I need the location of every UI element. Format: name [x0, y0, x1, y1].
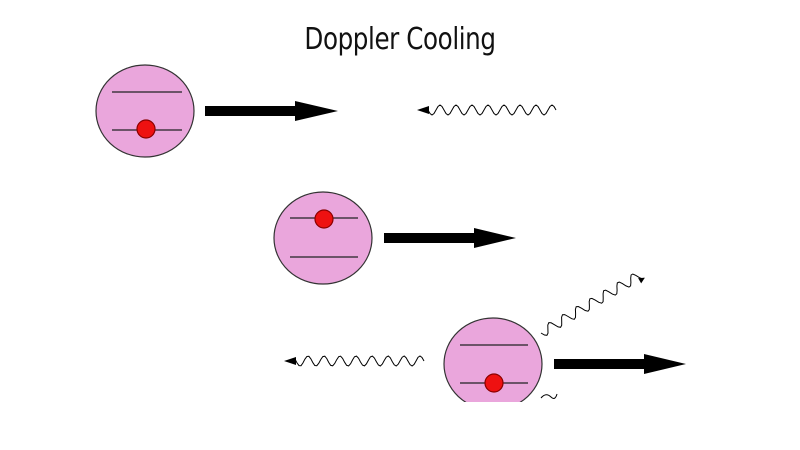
incoming-photon-stage-1	[417, 104, 557, 116]
atom-body	[273, 191, 373, 285]
diagram-title: Doppler Cooling	[304, 22, 496, 57]
velocity-arrow-stage-3	[554, 354, 686, 374]
photon-arrowhead	[284, 357, 296, 365]
atom-stage-2	[273, 191, 373, 285]
photon-wave	[294, 355, 425, 367]
photon-wave	[540, 393, 558, 399]
electron	[314, 209, 334, 229]
photon-left-stage-3	[284, 355, 425, 367]
photon-wave	[427, 104, 557, 116]
velocity-arrow-stage-2	[384, 228, 516, 248]
cropped-edge	[430, 402, 560, 422]
atom-body	[95, 64, 195, 158]
atom-stage-3	[443, 317, 543, 411]
velocity-arrow-stage-1	[205, 101, 338, 121]
photon-arrowhead	[417, 106, 429, 114]
electron	[484, 373, 504, 393]
photon-wave	[540, 273, 645, 336]
atom-body	[443, 317, 543, 411]
emitted-photon-fragment-stage-3	[540, 393, 558, 399]
atom-stage-1	[95, 64, 195, 158]
emitted-photon-stage-3	[540, 273, 645, 336]
electron	[136, 119, 156, 139]
